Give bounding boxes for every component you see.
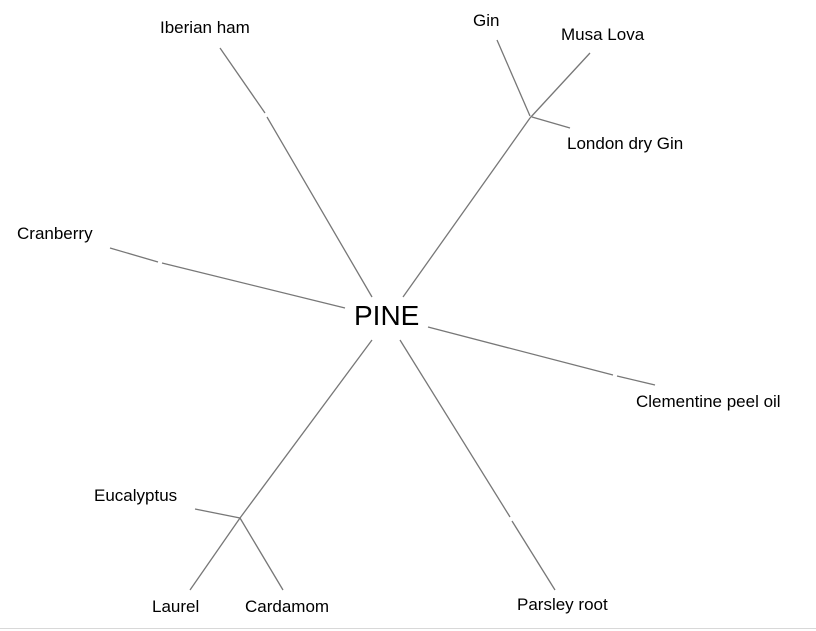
edge-musa-lova (529, 52, 591, 119)
edge-eucalyptus (194, 508, 241, 519)
edge-parsley (511, 520, 556, 591)
edge-gin-trunk (402, 117, 531, 298)
node-gin: Gin (473, 11, 500, 30)
node-iberian-ham: Iberian ham (160, 18, 250, 37)
edge-iberian-ham-trunk (266, 116, 373, 298)
node-eucalyptus: Eucalyptus (94, 486, 178, 505)
edge-cardamom (239, 517, 284, 591)
node-clementine-peel-oil: Clementine peel oil (636, 392, 781, 411)
node-laurel: Laurel (152, 597, 200, 616)
edge-parsley-trunk (399, 339, 511, 518)
node-musa-lova: Musa Lova (561, 25, 645, 44)
edge-london-dry-gin (531, 116, 571, 129)
edge-clementine (616, 375, 656, 386)
edge-gin (496, 39, 531, 117)
edge-clementine-trunk (427, 326, 614, 376)
node-cranberry: Cranberry (17, 224, 93, 243)
edge-eucalyptus-trunk (239, 339, 373, 519)
node-parsley-root: Parsley root (517, 595, 608, 614)
node-london-dry-gin: London dry Gin (567, 134, 684, 153)
edge-cranberry (109, 247, 159, 263)
edge-cranberry-trunk (161, 262, 346, 309)
center-node-label: PINE (354, 300, 420, 331)
node-cardamom: Cardamom (245, 597, 330, 616)
edge-iberian-ham (219, 47, 266, 114)
bottom-divider (0, 628, 816, 629)
edge-laurel (189, 517, 241, 591)
